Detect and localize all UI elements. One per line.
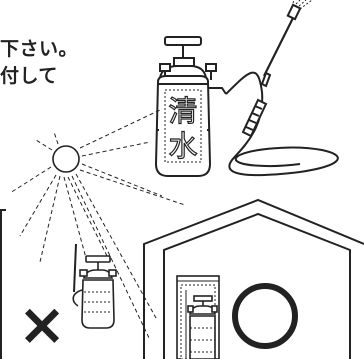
small-sprayer-icon xyxy=(73,244,116,328)
sprayer-label-line-2: 水 xyxy=(168,129,197,163)
circle-mark-icon xyxy=(235,286,295,346)
sprayer-label-line-1: 清 xyxy=(168,94,197,128)
cross-mark-icon: × xyxy=(18,290,67,358)
storage-cabinet-icon xyxy=(177,276,219,359)
left-panel-frame xyxy=(0,210,6,359)
